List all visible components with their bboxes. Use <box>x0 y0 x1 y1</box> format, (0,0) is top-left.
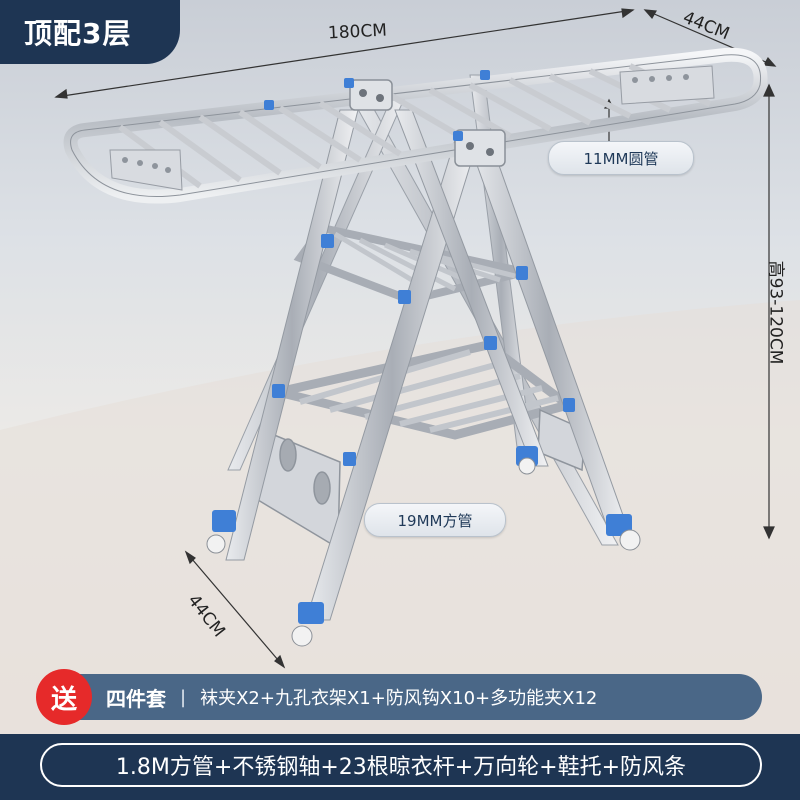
depth-bottom-dimension-line <box>185 551 285 668</box>
arrow-head-right <box>621 8 635 19</box>
gift-separator: | <box>180 686 187 708</box>
wind-hook-plate-right <box>619 65 715 105</box>
gift-kit-label: 四件套 <box>106 686 166 711</box>
wind-hook-plate-left <box>109 149 183 191</box>
hinge-plates <box>349 79 506 167</box>
height-dimension-label: 高93-120CM <box>765 260 786 365</box>
gift-bar: 送 四件套 | 袜夹X2+九孔衣架X1+防风钩X10+多功能夹X12 <box>36 669 762 725</box>
spec-pill: 1.8M方管+不锈钢轴+23根晾衣杆+万向轮+鞋托+防风条 <box>40 743 762 787</box>
title-badge: 顶配3层 <box>0 0 180 64</box>
arrow-head-left <box>54 88 68 99</box>
hinge-rear <box>349 79 393 111</box>
gift-items-text: 袜夹X2+九孔衣架X1+防风钩X10+多功能夹X12 <box>200 688 598 709</box>
spec-band: 1.8M方管+不锈钢轴+23根晾衣杆+万向轮+鞋托+防风条 <box>0 734 800 800</box>
front-legs <box>225 109 631 621</box>
blue-connectors <box>264 70 575 466</box>
round-tube-callout: 11MM圆管 <box>548 141 694 175</box>
gift-badge: 送 <box>36 669 92 725</box>
top-rack <box>63 47 768 204</box>
shoe-print-icon <box>313 471 331 505</box>
square-tube-callout: 19MM方管 <box>364 503 506 537</box>
page-title: 顶配3层 <box>24 17 132 50</box>
length-dimension-line <box>55 9 634 98</box>
shoe-print-icon <box>279 438 297 472</box>
hinge-front <box>454 129 506 167</box>
caster-wheels <box>206 446 641 647</box>
length-dimension-label: 180CM <box>327 20 388 44</box>
